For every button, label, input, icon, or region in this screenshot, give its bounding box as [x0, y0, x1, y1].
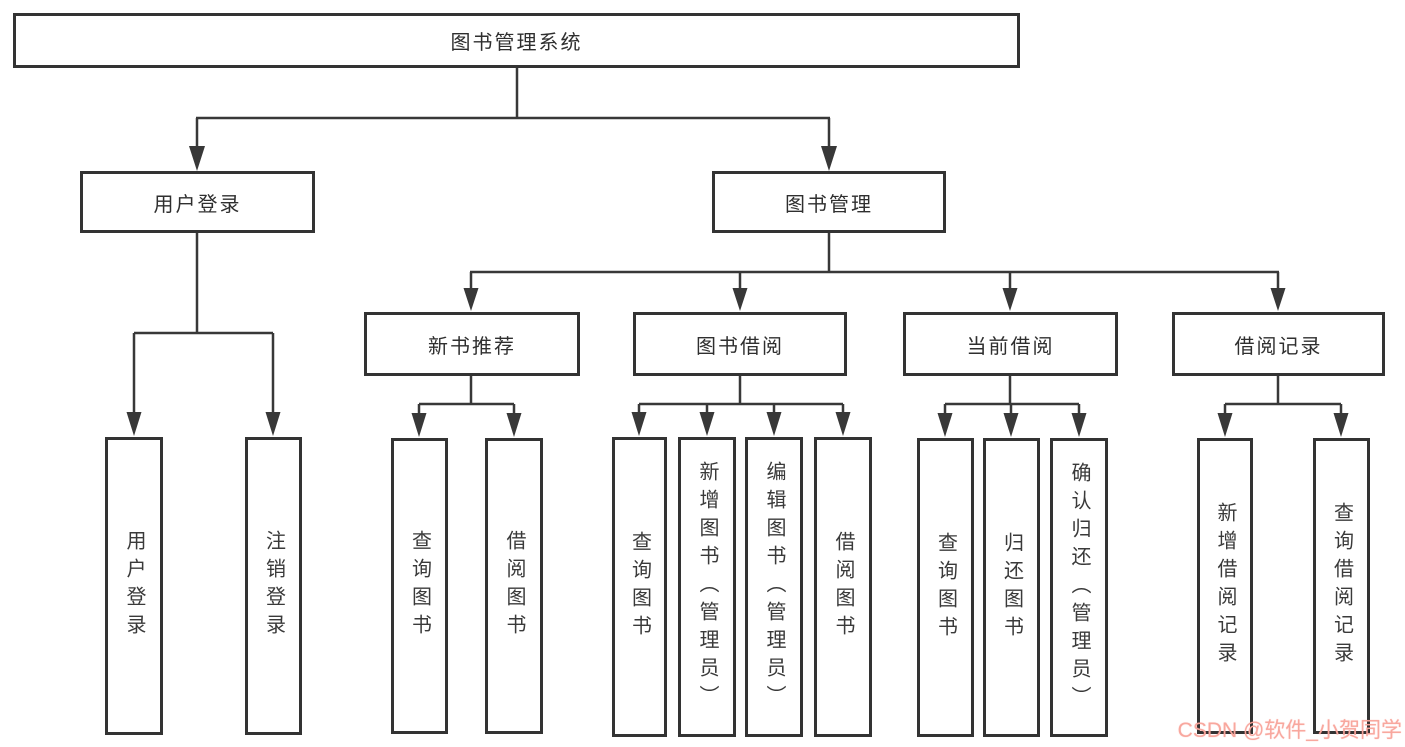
node-borrowing-records: 借阅记录 [1172, 312, 1385, 376]
leaf-nbr-borrow-books: 借阅图书 [485, 438, 543, 734]
node-borrowing-records-label: 借阅记录 [1234, 335, 1323, 358]
leaf-bb-borrow-books: 借阅图书 [814, 437, 872, 737]
node-user-login: 用户登录 [80, 171, 315, 233]
node-user-login-label: 用户登录 [153, 193, 242, 216]
leaf-cb-return-books: 归还图书 [983, 438, 1040, 737]
node-book-management: 图书管理 [712, 171, 946, 233]
leaf-br-query-record-label: 查询借阅记录 [1330, 502, 1353, 670]
node-current-borrowing: 当前借阅 [903, 312, 1118, 376]
leaf-nbr-query-books-label: 查询图书 [408, 530, 431, 642]
node-root-label: 图书管理系统 [450, 32, 583, 54]
leaf-cb-confirm-return-admin: 确认归还（管理员） [1050, 438, 1108, 737]
node-book-borrowing: 图书借阅 [633, 312, 847, 376]
node-book-management-label: 图书管理 [785, 193, 873, 216]
leaf-br-add-record: 新增借阅记录 [1197, 438, 1253, 734]
leaf-bb-add-books-admin-label: 新增图书（管理员） [696, 461, 718, 713]
leaf-bb-borrow-books-label: 借阅图书 [832, 531, 854, 643]
leaf-nbr-borrow-books-label: 借阅图书 [503, 530, 525, 642]
leaf-bb-edit-books-admin-label: 编辑图书（管理员） [763, 461, 785, 713]
leaf-bb-query-books-label: 查询图书 [628, 531, 651, 643]
leaf-cb-confirm-return-admin-label: 确认归还（管理员） [1068, 461, 1090, 714]
leaf-br-add-record-label: 新增借阅记录 [1214, 502, 1236, 670]
node-root: 图书管理系统 [13, 13, 1020, 68]
leaf-cb-query-books: 查询图书 [917, 438, 974, 737]
leaf-logout-label: 注销登录 [262, 530, 285, 642]
leaf-bb-query-books: 查询图书 [612, 437, 667, 737]
connector-arrowheads [126, 146, 1349, 437]
csdn-watermark: CSDN @软件_小贺同学 [1177, 719, 1402, 742]
leaf-user-login-label: 用户登录 [123, 530, 145, 642]
leaf-bb-add-books-admin: 新增图书（管理员） [678, 437, 736, 737]
leaf-bb-edit-books-admin: 编辑图书（管理员） [745, 437, 803, 737]
node-book-borrowing-label: 图书借阅 [696, 335, 784, 358]
node-new-book-recommend-label: 新书推荐 [428, 335, 516, 358]
leaf-logout: 注销登录 [245, 437, 302, 735]
node-new-book-recommend: 新书推荐 [364, 312, 580, 376]
leaf-user-login: 用户登录 [105, 437, 163, 735]
leaf-cb-query-books-label: 查询图书 [934, 531, 957, 644]
connector-lines [132, 68, 1343, 415]
leaf-nbr-query-books: 查询图书 [391, 438, 448, 734]
leaf-br-query-record: 查询借阅记录 [1313, 438, 1370, 734]
leaf-cb-return-books-label: 归还图书 [1000, 531, 1023, 644]
node-current-borrowing-label: 当前借阅 [966, 335, 1055, 358]
